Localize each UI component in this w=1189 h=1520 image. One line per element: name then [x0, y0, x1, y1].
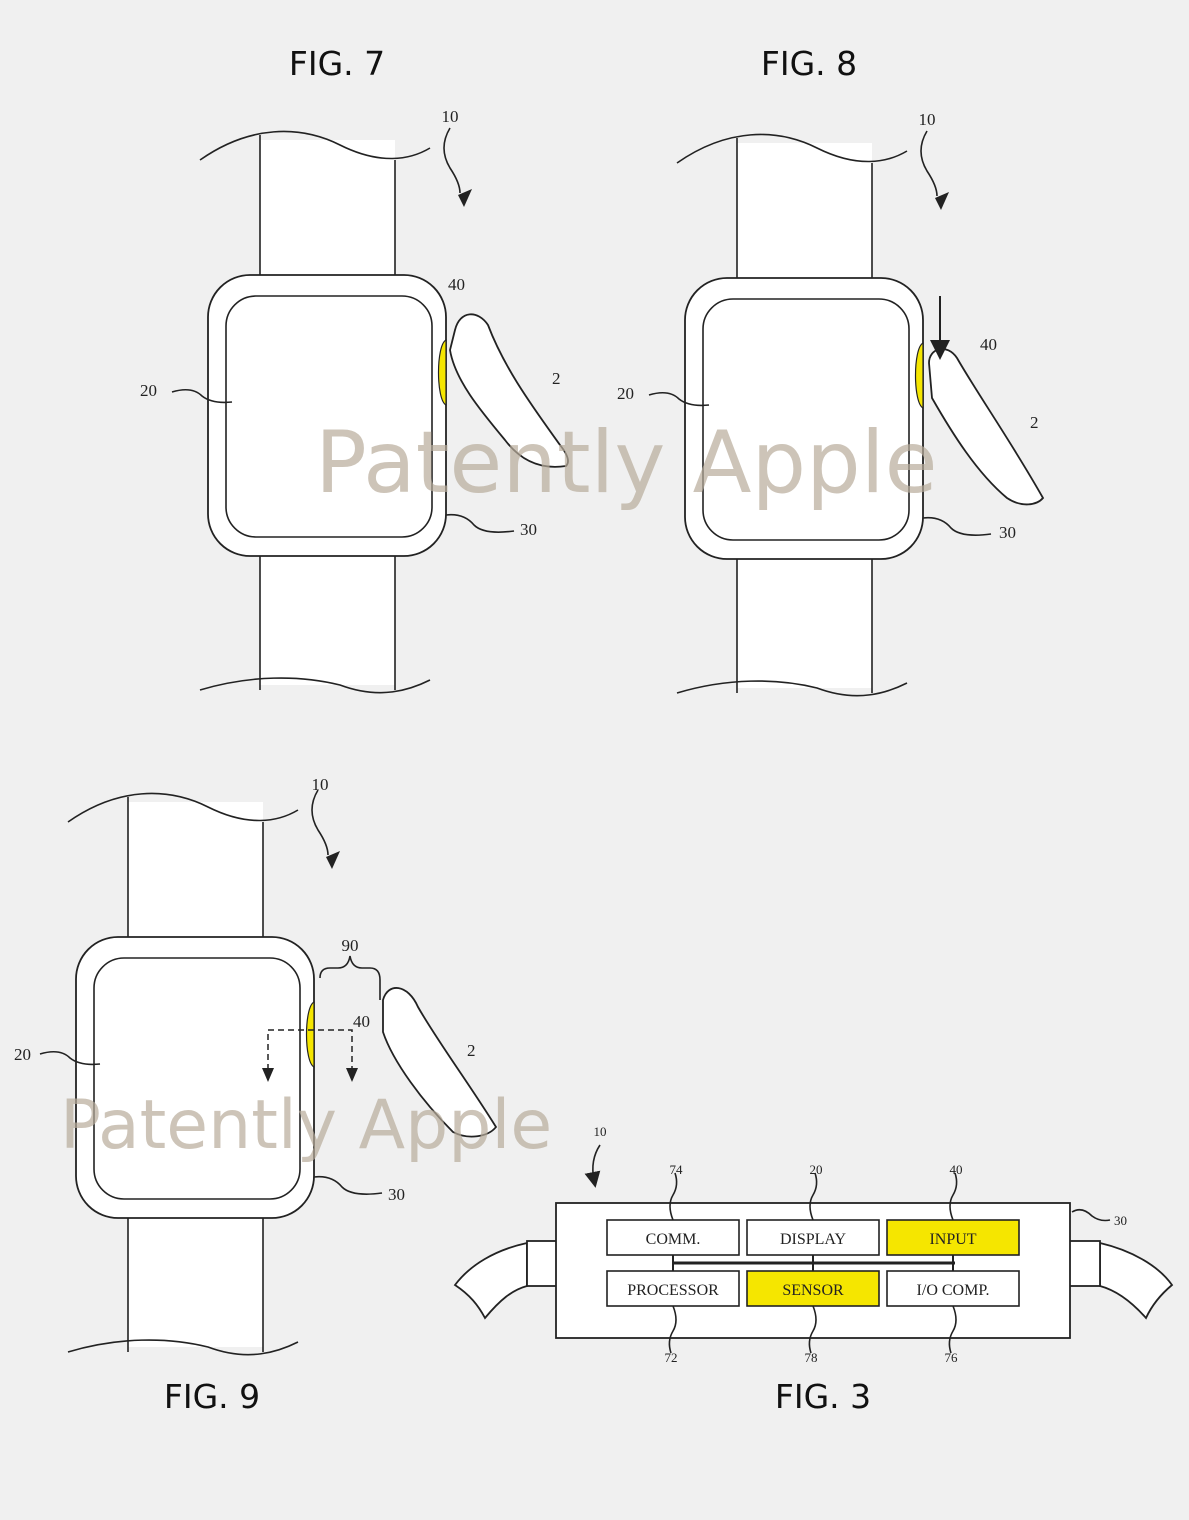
housing-leader [922, 516, 992, 536]
swipe-path [267, 1029, 353, 1080]
block-label: DISPLAY [780, 1231, 847, 1248]
fig9-ref-region: 90 [342, 936, 359, 955]
block-label: INPUT [929, 1231, 976, 1248]
display-leader [648, 391, 710, 407]
fig7-ref-display: 20 [140, 381, 157, 400]
block-ref: 78 [805, 1350, 818, 1365]
watermark: Patently Apple [315, 413, 938, 513]
device-leader [920, 130, 938, 197]
finger [928, 348, 1045, 506]
fig8-ref-finger: 2 [1030, 413, 1039, 432]
watch-display [702, 298, 910, 541]
band-top-break [67, 792, 299, 823]
fig7-ref-finger: 2 [552, 369, 561, 388]
fig7-ref-device: 10 [442, 107, 459, 126]
fig9-ref-device: 10 [312, 775, 329, 794]
block-comm: COMM. 74 [606, 1162, 740, 1263]
fig7-title: FIG. 7 [289, 44, 385, 83]
fig8-watch [648, 130, 1045, 697]
housing-leader [445, 513, 515, 533]
device-arrow-icon [326, 851, 340, 869]
block-ref: 72 [665, 1350, 678, 1365]
right-strap [1099, 1241, 1174, 1320]
device-leader [311, 789, 329, 856]
input-button [437, 339, 447, 406]
block-label: I/O COMP. [917, 1282, 990, 1299]
fig7-ref-housing: 30 [520, 520, 537, 539]
band-bottom-break [67, 1339, 299, 1356]
fig9-title: FIG. 9 [164, 1377, 260, 1416]
fig3-ref-housing: 30 [1114, 1213, 1127, 1228]
band-bottom-break [676, 680, 908, 697]
fig9-ref-display: 20 [14, 1045, 31, 1064]
fig9-ref-finger: 2 [467, 1041, 476, 1060]
input-button [914, 342, 924, 409]
block-ref: 76 [945, 1350, 959, 1365]
input-button [305, 1001, 315, 1068]
fig9-ref-housing: 30 [388, 1185, 405, 1204]
fig8-ref-device: 10 [919, 110, 936, 129]
block-label: PROCESSOR [627, 1282, 719, 1299]
device-arrow-icon [458, 189, 472, 207]
left-strap [453, 1241, 528, 1320]
fig9-watch [39, 789, 498, 1356]
device-leader [443, 127, 461, 194]
band-top-break [676, 133, 908, 164]
fig9-ref-input: 40 [353, 1012, 370, 1031]
block-ref: 40 [950, 1162, 963, 1177]
device-leader [584, 1144, 601, 1188]
finger [382, 987, 498, 1138]
block-display: DISPLAY 20 [746, 1162, 880, 1263]
housing-leader [1071, 1208, 1111, 1222]
watch-display [225, 295, 433, 538]
block-label: COMM. [646, 1231, 701, 1248]
band-bottom-break [199, 677, 431, 694]
fig3-ref-device: 10 [594, 1124, 607, 1139]
block-sensor: SENSOR 78 [746, 1263, 880, 1365]
watch-display [93, 957, 301, 1200]
block-ref: 74 [670, 1162, 684, 1177]
fig8-title: FIG. 8 [761, 44, 857, 83]
block-i-o-comp: I/O COMP. 76 [886, 1263, 1020, 1365]
swipe-arrow-icons [262, 1068, 358, 1082]
fig8-ref-housing: 30 [999, 523, 1016, 542]
fig7-watch [171, 127, 569, 694]
watermark: Patently Apple [60, 1086, 552, 1165]
fig8-ref-display: 20 [617, 384, 634, 403]
band-top-break [199, 130, 431, 161]
block-label: SENSOR [782, 1282, 844, 1299]
device-arrow-icon [935, 192, 949, 210]
display-leader [171, 388, 233, 404]
region-brace [319, 955, 381, 1000]
finger [449, 313, 569, 468]
fig8-ref-input: 40 [980, 335, 997, 354]
block-ref: 20 [810, 1162, 823, 1177]
block-input: INPUT 40 [886, 1162, 1020, 1263]
display-leader [39, 1050, 101, 1066]
fig7-ref-input: 40 [448, 275, 465, 294]
fig3-title: FIG. 3 [775, 1377, 871, 1416]
housing-leader [313, 1175, 383, 1195]
block-processor: PROCESSOR 72 [606, 1263, 740, 1365]
